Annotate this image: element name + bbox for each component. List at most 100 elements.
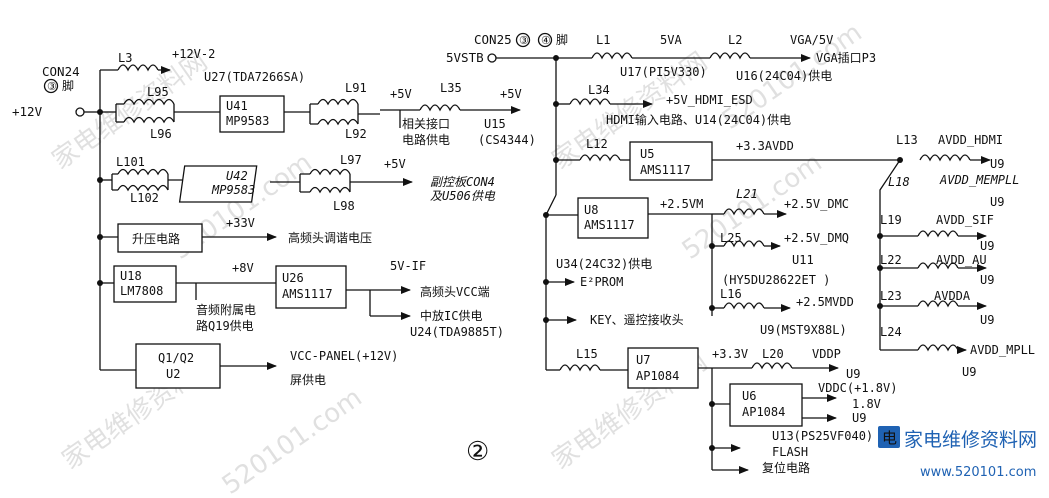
u5-part: AMS1117 [640,163,691,177]
u15-part: (CS4344) [478,133,536,147]
inductor-l91: L91 [345,81,367,95]
v33-b: +3.3V [712,347,748,361]
inductor-l12: L12 [586,137,608,151]
u41-part: MP9583 [226,114,269,128]
u6-label: U6 [742,389,756,403]
if-ic: 中放IC供电 [420,308,482,323]
vga-socket: VGA插口P3 [816,51,876,65]
inductor-l21: L21 [736,187,758,201]
input-voltage-label: +12V [12,104,43,119]
con24-pin: ③ [47,80,57,93]
u9-mst: U9(MST9X88L) [760,323,847,337]
con24-label: CON24 [42,64,80,79]
u11-label: U11 [792,253,814,267]
u42-label: U42 [226,169,248,183]
left-power-section: CON24 ③ 脚 +12V L3 +12V-2 U27(TDA7266SA) … [12,47,536,467]
u18-label: U18 [120,269,142,283]
inductor-l2: L2 [728,33,742,47]
q1q2-box [135,343,221,389]
u5-box [629,141,713,181]
inductor-l22: L22 [880,253,902,267]
avdd-mpll: AVDD_MPLL [970,343,1035,357]
inductor-l23: L23 [880,289,902,303]
inductor-l15: L15 [576,347,598,361]
boost-label: 升压电路 [132,231,180,246]
u42-box [178,165,258,203]
u9-b: U9 [990,195,1004,209]
site-logo: 电 家电维修资料网 www.520101.com [878,426,1037,480]
vddc-label: VDDC(+1.8V) [818,381,897,395]
q1q2-label: Q1/Q2 [158,351,194,365]
avdd-au: AVDD_AU [936,253,987,267]
svg-text:520101.com: 520101.com [217,383,368,498]
hdmi-input: HDMI输入电路、U14(24C04)供电 [606,112,791,127]
u27-label: U27(TDA7266SA) [204,70,305,84]
u8-label: U8 [584,203,598,217]
audio-1: 音频附属电 [196,302,256,317]
u26-box [275,265,347,309]
inductor-l97: L97 [340,153,362,167]
v25mvdd: +2.5MVDD [796,295,854,309]
tuner-vcc: 高频头VCC端 [420,284,490,299]
u9-h: U9 [852,411,866,425]
inductor-l16: L16 [720,287,742,301]
logo-url: www.520101.com [920,465,1036,480]
inductor-l18: L18 [888,175,910,189]
inductor-l101: L101 [116,155,145,169]
avdd33-label: +3.3AVDD [736,139,794,153]
inductor-l34: L34 [588,83,610,97]
u8-part: AMS1117 [584,218,635,232]
boost-box [117,223,203,253]
logo-cn: 家电维修资料网 [904,429,1037,451]
inductor-l1: L1 [596,33,610,47]
l3-output: +12V-2 [172,47,215,61]
flash-label: FLASH [772,445,808,459]
u8-box [577,197,649,239]
vcc-panel: VCC-PANEL(+12V) [290,349,398,363]
u9-g: U9 [846,367,860,381]
u41-box [219,95,285,133]
con25-pin3: ③ [519,34,529,47]
u2-label: U2 [166,367,180,381]
v5-b: +5V [500,87,522,101]
u41-label: U41 [226,99,248,113]
u18-part: LM7808 [120,284,163,298]
u26-part: AMS1117 [282,287,333,301]
inductor-l25: L25 [720,231,742,245]
hy5-label: (HY5DU28622ET ) [722,273,830,287]
u6-part: AP1084 [742,405,785,419]
u15-label: U15 [484,117,506,131]
u42-part: MP9583 [211,183,255,197]
v5-c: +5V [384,157,406,171]
u9-e: U9 [980,313,994,327]
related-if-2: 电路供电 [402,132,450,147]
u5-label: U5 [640,147,654,161]
v25-dmc: +2.5V_DMC [784,197,849,211]
u7-part: AP1084 [636,369,679,383]
svg-text:电: 电 [882,429,897,447]
pin-circle [43,78,59,94]
tuner-hv: 高频头调谐电压 [288,230,372,245]
vga5v-label: VGA/5V [790,33,833,47]
avdd-hdmi: AVDD_HDMI [938,133,1003,147]
key-label: KEY、遥控接收头 [590,312,684,327]
related-if-1: 相关接口 [402,116,450,131]
inductor-l3: L3 [118,51,132,65]
vddp-label: VDDP [812,347,841,361]
u9-a: U9 [990,157,1004,171]
v5stb-label: 5VSTB [446,50,484,65]
u9-c: U9 [980,239,994,253]
avdd-sif: AVDD_SIF [936,213,994,227]
inductor-l35: L35 [440,81,462,95]
u16-label: U16(24C04)供电 [736,69,832,83]
u34-label: U34(24C32)供电 [556,257,652,271]
screen-label: 屏供电 [290,373,326,387]
u13-label: U13(PS25VF040) [772,429,873,443]
u7-box [627,347,699,389]
con25-pin4: ④ [541,34,551,47]
con24-pin-suffix: 脚 [62,78,74,93]
v25vm-label: +2.5VM [660,197,703,211]
inductor-l13: L13 [896,133,918,147]
eprom-label: E²PROM [580,275,623,289]
